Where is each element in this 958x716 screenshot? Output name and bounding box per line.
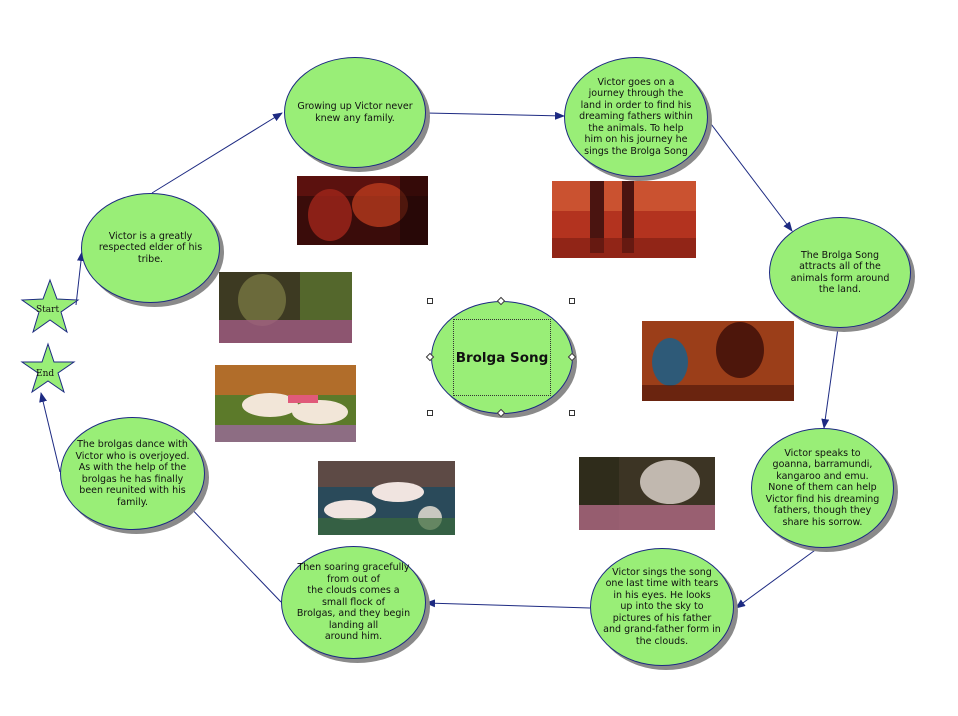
arrow-n2-to-n3 (425, 111, 565, 120)
pic-warrior-red (297, 176, 428, 245)
node-text: The Brolga Song attracts all of the anim… (790, 249, 890, 296)
resize-handle-top-right[interactable] (569, 298, 575, 304)
node-soaring-brolgas[interactable]: Then soaring gracefully from out of the … (281, 546, 426, 659)
node-sings-last-time[interactable]: Victor sings the song one last time with… (590, 548, 734, 666)
arrow-start-to-n1 (75, 251, 85, 306)
node-text: Victor sings the song one last time with… (603, 566, 721, 647)
node-text: Then soaring gracefully from out of the … (296, 562, 411, 643)
resize-handle-bottom-left[interactable] (427, 410, 433, 416)
node-journey[interactable]: Victor goes on a journey through the lan… (564, 57, 708, 177)
node-speaks-animals[interactable]: Victor speaks to goanna, barramundi, kan… (751, 428, 894, 548)
node-brolgas-dance[interactable]: The brolgas dance with Victor who is ove… (60, 417, 205, 530)
center-title: Brolga Song (455, 349, 549, 366)
pic-legs-red (552, 181, 696, 258)
pic-face-grass (219, 272, 352, 343)
arrow-n5-to-n6 (735, 547, 819, 609)
arrow-n8-to-end (39, 392, 61, 473)
node-victor-elder[interactable]: Victor is a greatly respected elder of h… (81, 193, 220, 303)
arrow-n7-to-n8 (183, 500, 282, 603)
node-text: Victor goes on a journey through the lan… (579, 76, 693, 157)
resize-handle-top-left[interactable] (427, 298, 433, 304)
node-brolga-song-attracts[interactable]: The Brolga Song attracts all of the anim… (769, 217, 911, 328)
resize-handle-bottom-right[interactable] (569, 410, 575, 416)
pic-goanna (642, 321, 794, 401)
end-star[interactable] (20, 342, 76, 394)
start-star[interactable] (20, 278, 80, 334)
node-text: Victor is a greatly respected elder of h… (98, 230, 203, 265)
node-text: Victor speaks to goanna, barramundi, kan… (765, 447, 880, 528)
arrow-n6-to-n7 (425, 599, 591, 609)
arrow-n4-to-n5 (821, 327, 839, 429)
node-text: The brolgas dance with Victor who is ove… (75, 439, 190, 508)
node-text: Growing up Victor never knew any family. (297, 101, 413, 124)
arrow-n1-to-n2 (151, 112, 283, 194)
pic-brolgas-flight (318, 461, 455, 535)
arrow-n3-to-n4 (707, 119, 793, 232)
pic-clouds (579, 457, 715, 530)
node-growing-up[interactable]: Growing up Victor never knew any family. (284, 57, 426, 168)
pic-brolgas-pair (215, 365, 356, 442)
center-text-frame[interactable] (453, 319, 551, 396)
